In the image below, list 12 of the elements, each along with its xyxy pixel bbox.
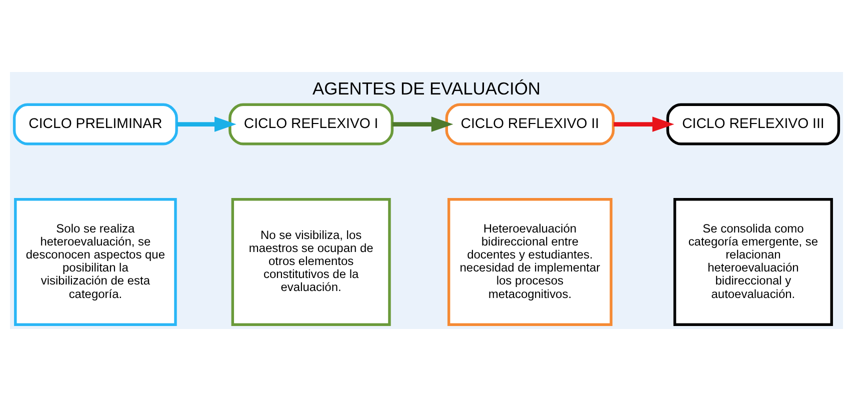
arrow (613, 116, 674, 132)
node-box: Se consolida como categoría emergente, se relacionan heteroevaluación bidireccional y autoevaluación. (672, 198, 832, 326)
node-box: CICLO REFLEXIVO I (228, 102, 394, 145)
arrow (392, 116, 453, 132)
node-box: No se visibiliza, los maestros se ocupan de otros elementos constitutivos de la evaluación. (230, 198, 390, 326)
diagram-title: AGENTES DE EVALUACIÓN (312, 78, 540, 98)
node-box: Solo se realiza heteroevaluación, se desconocen aspectos que posibilitan la visibilización de esta categoría. (14, 198, 176, 326)
node-box: Heteroevaluación bidireccional entre docentes y estudiantes. necesidad de implementar los procesos metacognitivos. (446, 198, 612, 326)
node-box: CICLO PRELIMINAR (12, 102, 178, 145)
node-box: CICLO REFLEXIVO II (444, 102, 614, 145)
node-box: CICLO REFLEXIVO III (666, 102, 840, 145)
arrow (176, 116, 236, 132)
